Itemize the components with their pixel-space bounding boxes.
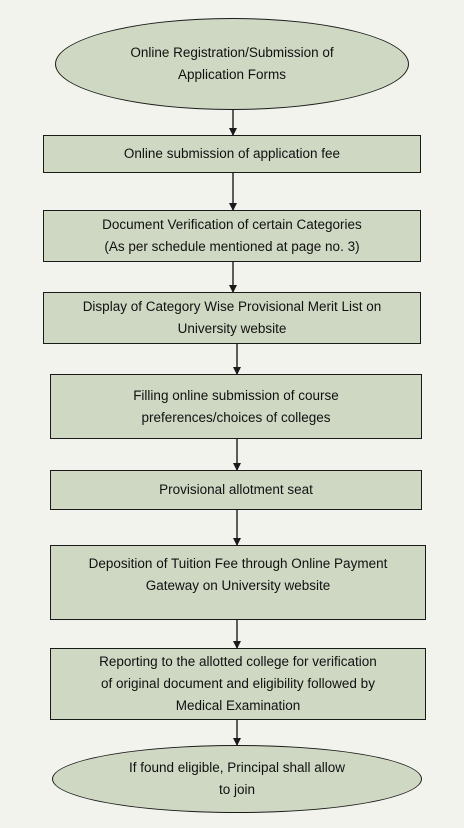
step-8-line-2: of original document and eligibility fol… <box>101 676 375 691</box>
step-3-document-verification: Document Verification of certain Categor… <box>43 210 421 262</box>
step-8-reporting-to-college: Reporting to the allotted college for ve… <box>50 648 426 720</box>
step-8-line-1: Reporting to the allotted college for ve… <box>99 654 377 669</box>
step-6-provisional-allotment: Provisional allotment seat <box>50 470 422 510</box>
step-9-line-1: If found eligible, Principal shall allow <box>128 760 346 775</box>
step-3-line-2: (As per schedule mentioned at page no. 3… <box>104 239 360 254</box>
step-5-line-1: Filling online submission of course <box>133 387 339 403</box>
step-7-line-2: Gateway on University website <box>145 578 331 593</box>
step-2-application-fee: Online submission of application fee <box>43 135 421 173</box>
step-8-line-3: Medical Examination <box>175 698 301 713</box>
step-5-line-2: preferences/choices of colleges <box>141 409 331 425</box>
step-9-line-2: to join <box>218 782 256 797</box>
step-7-tuition-fee: Deposition of Tuition Fee through Online… <box>50 545 426 620</box>
step-6-line-1: Provisional allotment seat <box>159 482 313 497</box>
step-4-merit-list: Display of Category Wise Provisional Mer… <box>43 292 421 344</box>
step-9-allow-to-join: If found eligible, Principal shall allow… <box>52 745 422 813</box>
step-2-line-1: Online submission of application fee <box>123 146 341 161</box>
step-4-line-2: University website <box>177 321 287 336</box>
step-1-line-2: Application Forms <box>177 67 287 82</box>
step-3-line-1: Document Verification of certain Categor… <box>102 217 362 232</box>
step-7-line-1: Deposition of Tuition Fee through Online… <box>88 556 388 571</box>
step-1-line-1: Online Registration/Submission of <box>130 45 334 60</box>
step-1-online-registration: Online Registration/Submission of Applic… <box>55 18 409 110</box>
step-4-line-1: Display of Category Wise Provisional Mer… <box>82 299 382 314</box>
step-5-course-preferences: Filling online submission of course pref… <box>50 374 422 439</box>
